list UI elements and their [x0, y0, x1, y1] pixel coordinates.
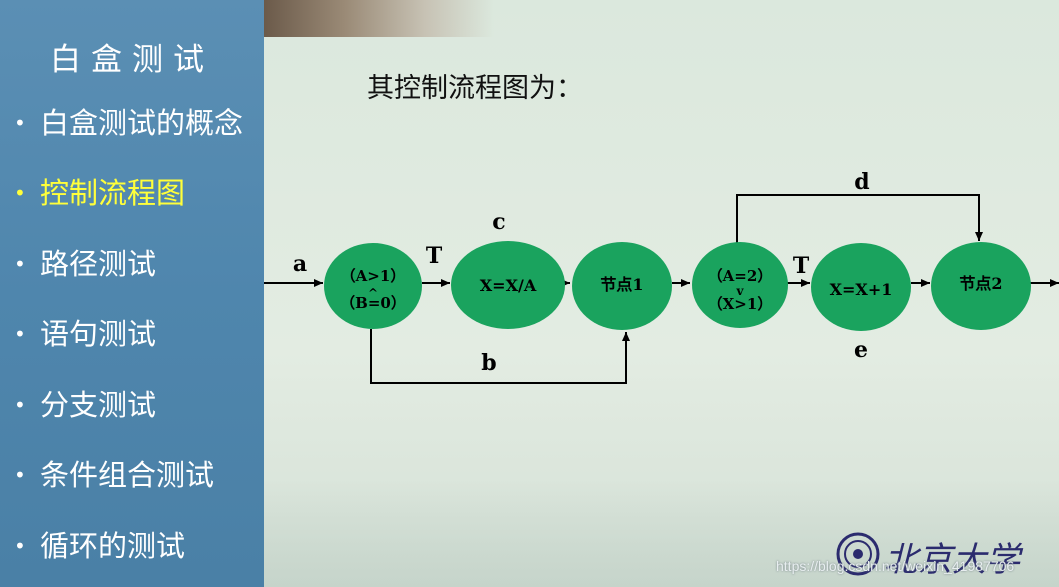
sidebar-item-label: 分支测试: [40, 388, 157, 422]
edge-d: [736, 194, 983, 243]
node-cond1: （A>1） （B=0） ^: [324, 243, 422, 329]
sidebar-item-condition-combination-testing[interactable]: • 条件组合测试: [14, 453, 214, 497]
edge-label-e: e: [854, 337, 868, 363]
slide-heading: 其控制流程图为：: [367, 73, 583, 104]
edge-b: [370, 329, 630, 384]
background-keyboard-image: [264, 480, 1059, 587]
bullet-icon: •: [14, 534, 26, 558]
svg-text:（X>1）: （X>1）: [708, 295, 773, 313]
node-cond2: （A=2） （X>1） v: [692, 242, 788, 328]
sidebar-item-control-flow-graph[interactable]: • 控制流程图: [14, 171, 185, 215]
bullet-icon: •: [14, 322, 26, 346]
node-1: 节点1: [572, 242, 672, 330]
and-operator-icon: ^: [368, 286, 378, 300]
edge-label-a: a: [293, 251, 307, 277]
node-2: 节点2: [931, 242, 1031, 330]
edge-label-t1: T: [426, 243, 443, 269]
bullet-icon: •: [14, 393, 26, 417]
edge-label-b: b: [481, 350, 496, 376]
or-operator-icon: v: [736, 284, 745, 298]
bullet-icon: •: [14, 463, 26, 487]
sidebar-item-loop-testing[interactable]: • 循环的测试: [14, 524, 185, 568]
university-logo-text: 北京大学: [884, 540, 1020, 580]
node-assign2: X=X+1: [811, 243, 911, 331]
sidebar-title: 白盒测试: [50, 42, 214, 78]
svg-text:（A>1）: （A>1）: [341, 267, 406, 285]
header-photo: [264, 0, 494, 37]
edge-label-t2: T: [793, 253, 810, 279]
sidebar-item-label: 白盒测试的概念: [40, 106, 244, 140]
sidebar-item-label: 条件组合测试: [40, 458, 215, 492]
sidebar: 白盒测试 • 白盒测试的概念 • 控制流程图 • 路径测试 • 语句测试 • 分支测试 •…: [0, 0, 264, 587]
edge-label-c: c: [492, 209, 505, 235]
watermark: https://blog.csdn.net/weixin_41987706: [776, 558, 1015, 574]
sidebar-item-label: 控制流程图: [40, 176, 186, 210]
university-seal-logo: [836, 532, 880, 576]
bullet-icon: •: [14, 181, 26, 205]
svg-text:（A=2）: （A=2）: [708, 267, 773, 285]
sidebar-item-statement-testing[interactable]: • 语句测试: [14, 312, 156, 356]
svg-text:X=X+1: X=X+1: [830, 280, 893, 299]
sidebar-item-whitebox-concept[interactable]: • 白盒测试的概念: [14, 101, 243, 145]
sidebar-item-path-testing[interactable]: • 路径测试: [14, 242, 156, 286]
sidebar-item-label: 循环的测试: [40, 529, 186, 563]
bullet-icon: •: [14, 252, 26, 276]
svg-text:（B=0）: （B=0）: [340, 294, 406, 312]
svg-text:节点2: 节点2: [959, 274, 1002, 293]
svg-text:节点1: 节点1: [600, 275, 643, 294]
sidebar-item-label: 路径测试: [40, 247, 157, 281]
sidebar-item-branch-testing[interactable]: • 分支测试: [14, 383, 156, 427]
edge-label-d: d: [854, 169, 869, 195]
bullet-icon: •: [14, 111, 26, 135]
svg-text:X=X/A: X=X/A: [480, 276, 537, 295]
node-assign1: X=X/A: [451, 241, 565, 329]
sidebar-item-label: 语句测试: [40, 317, 157, 351]
